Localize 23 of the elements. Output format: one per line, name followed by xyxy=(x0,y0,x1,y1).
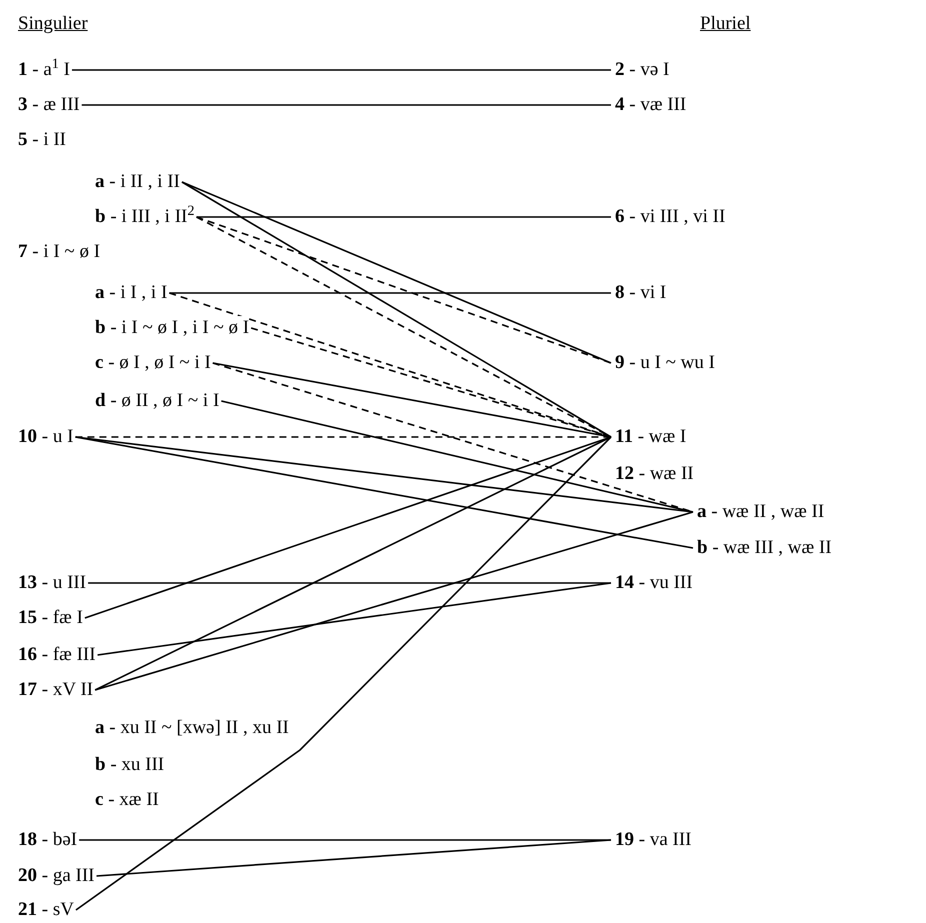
connector-line xyxy=(196,216,612,364)
connector-line xyxy=(96,839,612,877)
connector-line xyxy=(97,582,612,656)
connector-line xyxy=(196,216,611,218)
connector-line xyxy=(169,292,611,294)
connector-line xyxy=(88,582,611,584)
connector-line xyxy=(94,436,612,691)
connector-line xyxy=(182,181,612,438)
connector-line xyxy=(75,436,612,911)
connector-line xyxy=(75,436,694,549)
connector-line xyxy=(182,181,612,364)
connector-line xyxy=(196,216,612,438)
connector-line xyxy=(84,436,612,619)
connector-line xyxy=(250,327,612,438)
connector-line xyxy=(212,362,612,438)
connector-line xyxy=(72,69,611,71)
connector-line xyxy=(94,511,694,691)
column-heading: Pluriel xyxy=(700,12,751,36)
connector-line xyxy=(82,104,611,106)
connector-line xyxy=(221,400,694,513)
column-heading: Singulier xyxy=(18,12,88,36)
connector-line xyxy=(79,839,611,841)
connector-line xyxy=(75,436,611,438)
